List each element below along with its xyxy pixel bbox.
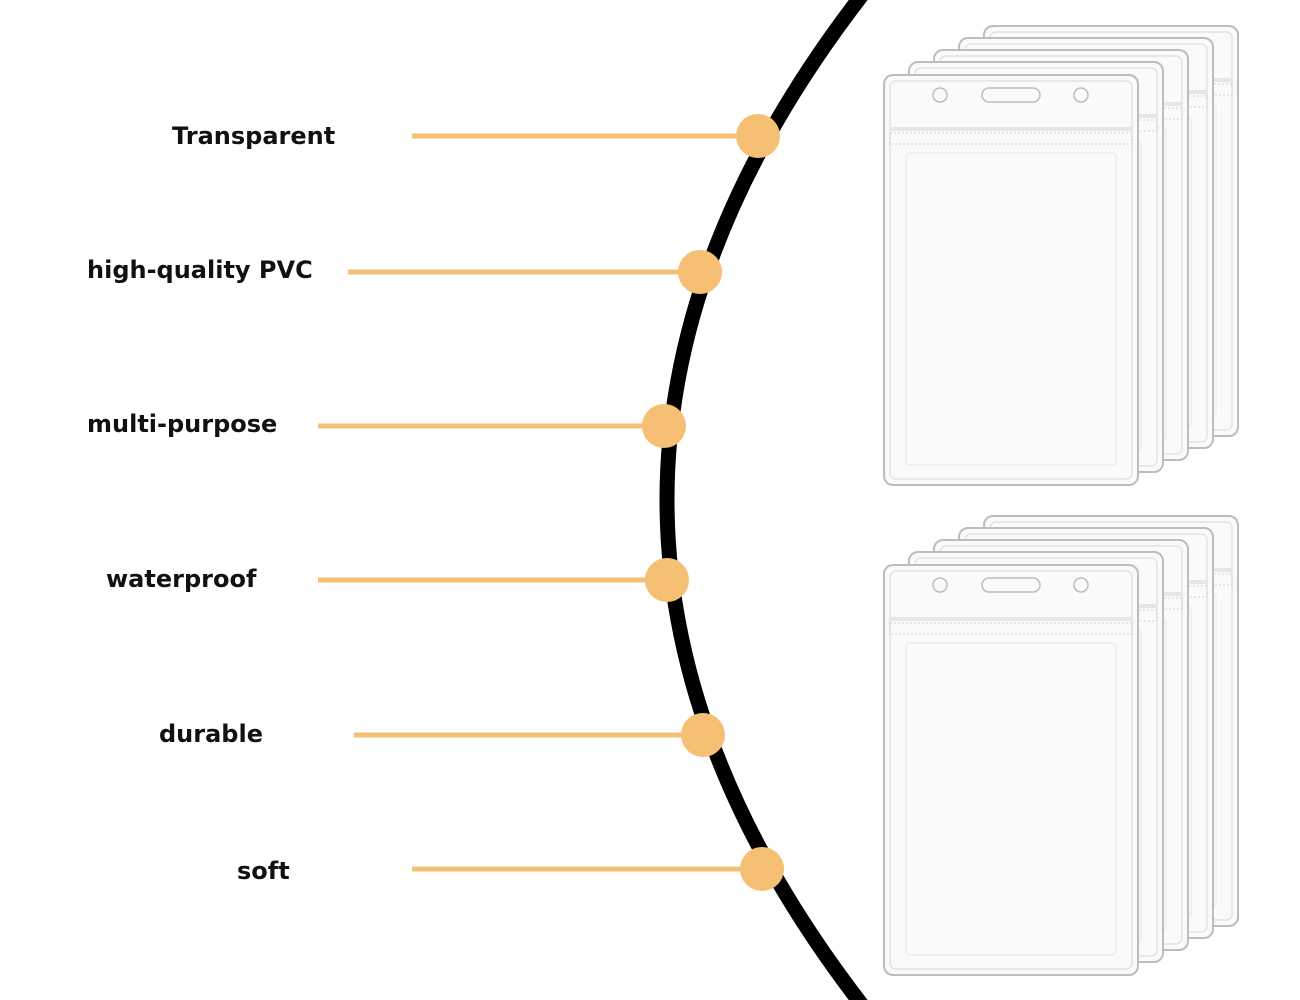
feature-label-multi-purpose: multi-purpose: [87, 410, 278, 438]
feature-label-durable: durable: [159, 720, 263, 748]
badge-holder-stack-top: [883, 25, 1239, 486]
connector-1: [412, 114, 780, 158]
connector-2: [348, 250, 722, 294]
badge-holder-stack-bottom: [883, 515, 1239, 976]
connector-5: [354, 713, 725, 757]
feature-label-transparent: Transparent: [172, 122, 336, 150]
connector-6: [412, 847, 784, 891]
feature-label-soft: soft: [237, 857, 290, 885]
connector-4: [318, 558, 689, 602]
connector-3: [318, 404, 686, 448]
feature-label-waterproof: waterproof: [106, 565, 257, 593]
feature-label-high-quality-pvc: high-quality PVC: [87, 256, 313, 284]
